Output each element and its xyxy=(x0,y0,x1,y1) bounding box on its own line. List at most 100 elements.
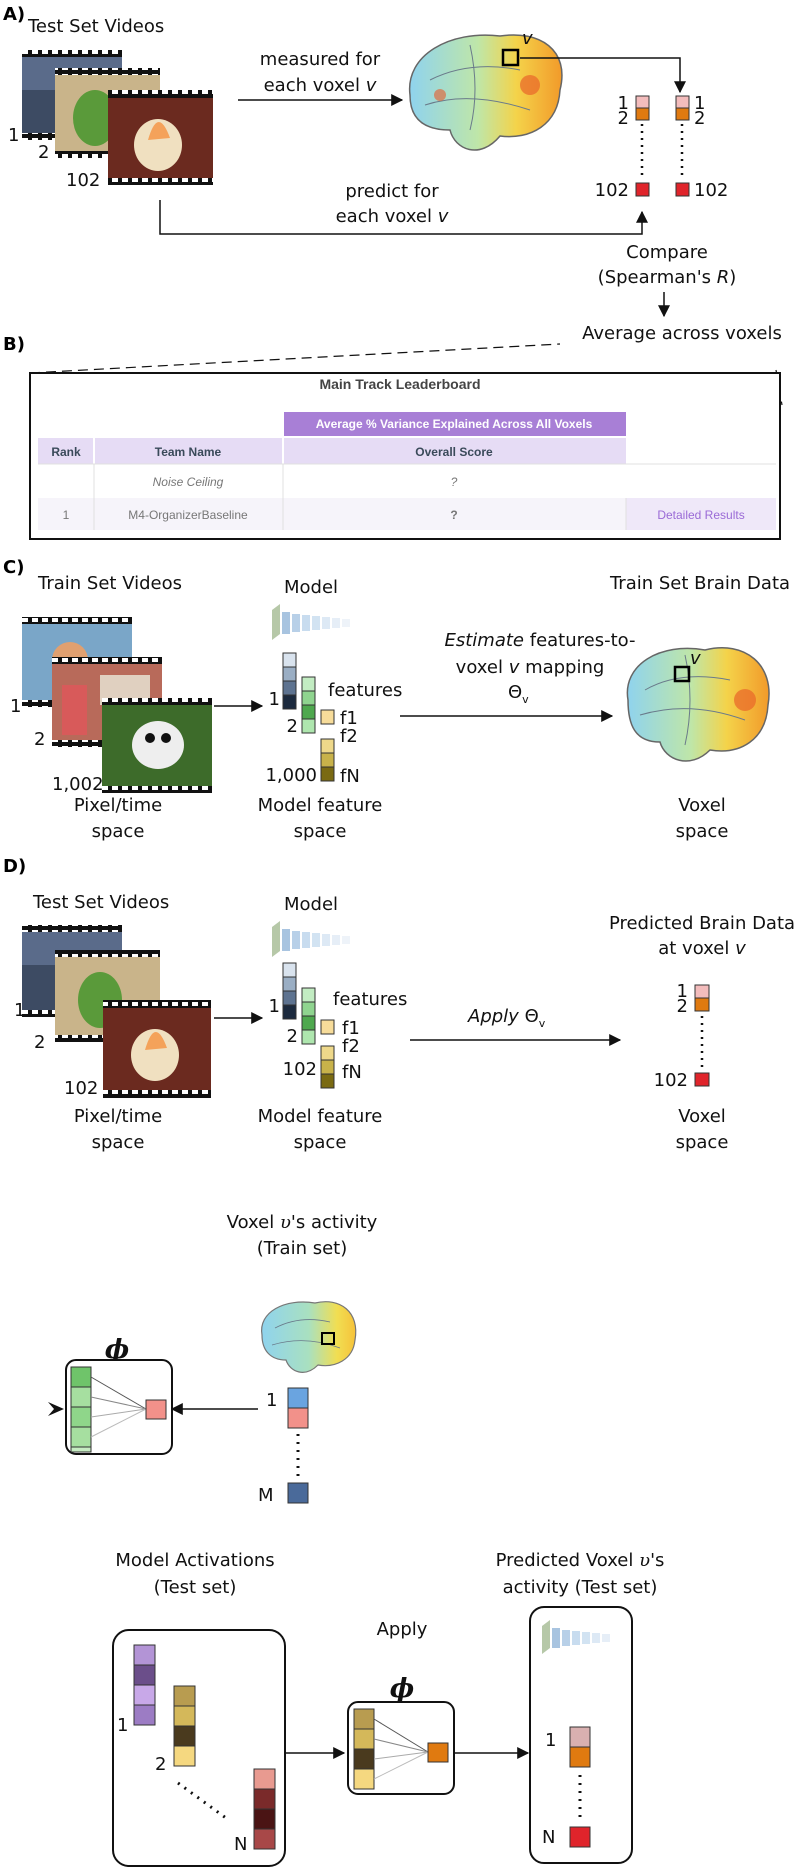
space-label-d-1: space xyxy=(92,1132,145,1153)
feature-stack-c-2 xyxy=(301,676,316,734)
predicted-brain-line2: at voxel v xyxy=(658,938,746,959)
pixel-time-label-c: Pixel/time xyxy=(74,795,162,816)
detailed-results-link[interactable]: Detailed Results xyxy=(657,508,744,522)
col-rank: Rank xyxy=(51,445,81,459)
predict-arrow xyxy=(159,200,648,235)
leaderboard-group-header: Average % Variance Explained Across All … xyxy=(316,417,593,431)
frame-idx-c-2: 2 xyxy=(34,729,45,750)
input-arrowhead-e xyxy=(48,1402,64,1416)
model-network-icon-f xyxy=(542,1620,610,1654)
row2-rank: 1 xyxy=(63,508,70,522)
zoom-line-left xyxy=(29,343,561,374)
table-row: Noise Ceiling ? xyxy=(38,463,776,498)
space-label-d-2: space xyxy=(294,1132,347,1153)
col-left-idx-102: 102 xyxy=(595,180,629,201)
measured-column-a xyxy=(675,95,690,197)
voxel-box-e xyxy=(321,1332,335,1345)
measured-line2: each voxel v xyxy=(264,75,377,96)
predict-line1: predict for xyxy=(345,181,439,202)
space-label-c-2: space xyxy=(294,821,347,842)
frame-idx-d-2: 2 xyxy=(34,1032,45,1053)
idx-left-f-1: 1 xyxy=(117,1715,128,1736)
feature-stack-c-1 xyxy=(282,652,297,710)
brain-a xyxy=(409,34,563,151)
average-label: Average across voxels xyxy=(582,323,782,344)
model-activations-line1: Model Activations xyxy=(115,1550,274,1571)
voxel-box-c xyxy=(673,665,691,683)
predicted-column-a xyxy=(635,95,650,197)
predicted-voxel-line1: Predicted Voxel υ's xyxy=(496,1550,665,1571)
frame-idx-a-102: 102 xyxy=(66,170,100,191)
spearman-label: (Spearman's R) xyxy=(598,267,737,288)
brain-c xyxy=(626,647,770,762)
row1-team: Noise Ceiling xyxy=(153,475,224,489)
model-feature-label-d: Model feature xyxy=(258,1106,383,1127)
idx-left-f-2: 2 xyxy=(155,1754,166,1775)
estimate-line2: voxel v mapping xyxy=(456,657,605,678)
predicted-column-d xyxy=(694,984,710,1087)
test-set-videos-label-a: Test Set Videos xyxy=(27,16,164,37)
fn-label-d: fN xyxy=(342,1062,362,1083)
voxel-column-e xyxy=(287,1387,309,1504)
f1-label-d: f1 xyxy=(342,1018,360,1039)
frame-idx-c-1002: 1,002 xyxy=(52,774,104,795)
frame-idx-a-1: 1 xyxy=(8,125,19,146)
voxel-activity-title: Voxel υ's activity xyxy=(227,1212,378,1233)
predicted-voxel-box xyxy=(529,1606,633,1864)
col-left-idx-2: 2 xyxy=(618,108,629,129)
space-label-c-1: space xyxy=(92,821,145,842)
space-label-c-3: space xyxy=(676,821,729,842)
col-idx-d-102: 102 xyxy=(654,1070,688,1091)
col-idx-d-1: 1 xyxy=(677,981,688,1002)
panel-c-label: C) xyxy=(3,557,24,578)
apply-label-f: Apply xyxy=(377,1619,428,1640)
feature-stack-d-2 xyxy=(301,987,316,1045)
f2-label-c: f2 xyxy=(340,726,358,747)
predict-line2: each voxel v xyxy=(336,206,449,227)
idx-right-f-n: N xyxy=(542,1827,555,1848)
col-score: Overall Score xyxy=(415,445,493,459)
idx-right-f-1: 1 xyxy=(545,1730,556,1751)
leaderboard: Main Track Leaderboard Average % Varianc… xyxy=(29,372,781,540)
model-feature-label-c: Model feature xyxy=(258,795,383,816)
panel-b-label: B) xyxy=(3,334,25,355)
space-label-d-3: space xyxy=(676,1132,729,1153)
voxel-v-label-a: v xyxy=(522,28,533,49)
feature-stack-c-n xyxy=(320,709,335,782)
model-activations-box xyxy=(112,1629,286,1867)
voxel-label-c: Voxel xyxy=(678,795,726,816)
fn-label-c: fN xyxy=(340,766,360,787)
col-right-idx-1: 1 xyxy=(694,93,705,114)
frame-idx-d-102: 102 xyxy=(64,1078,98,1099)
film-frame-3 xyxy=(103,1000,211,1098)
feature-idx-d-102: 102 xyxy=(283,1059,317,1080)
train-brain-label: Train Set Brain Data xyxy=(609,573,790,594)
test-set-videos-label-d: Test Set Videos xyxy=(32,892,169,913)
voxel-v-label-c: v xyxy=(690,648,701,669)
estimate-line1: Estimate features-to- xyxy=(445,630,636,651)
compare-label: Compare xyxy=(626,242,708,263)
apply-theta-label-d: Apply Θv xyxy=(467,1006,546,1030)
frame-idx-c-1: 1 xyxy=(10,696,21,717)
feature-stack-d-1 xyxy=(282,962,297,1020)
col-left-idx-1: 1 xyxy=(618,93,629,114)
film-frame-3 xyxy=(108,90,213,185)
row1-score: ? xyxy=(451,475,458,489)
col-right-idx-2: 2 xyxy=(694,108,705,129)
idx-left-f-n: N xyxy=(234,1834,247,1855)
features-label-d: features xyxy=(333,989,407,1010)
model-network-icon-c xyxy=(272,604,350,640)
film-stack-d xyxy=(22,925,211,1098)
panel-d-label: D) xyxy=(3,856,26,877)
features-label-c: features xyxy=(328,680,402,701)
voxel-activity-subtitle: (Train set) xyxy=(257,1238,347,1259)
feature-idx-c-2: 2 xyxy=(287,716,298,737)
feature-idx-c-1000: 1,000 xyxy=(265,765,317,786)
row2-score: ? xyxy=(450,508,457,522)
predicted-voxel-line2: activity (Test set) xyxy=(503,1577,658,1598)
frame-idx-d-1: 1 xyxy=(14,1000,25,1021)
feature-idx-d-2: 2 xyxy=(287,1026,298,1047)
theta-label-c: Θv xyxy=(508,682,529,706)
pixel-time-label-d: Pixel/time xyxy=(74,1106,162,1127)
phi-label-f: ϕ xyxy=(390,1674,414,1704)
